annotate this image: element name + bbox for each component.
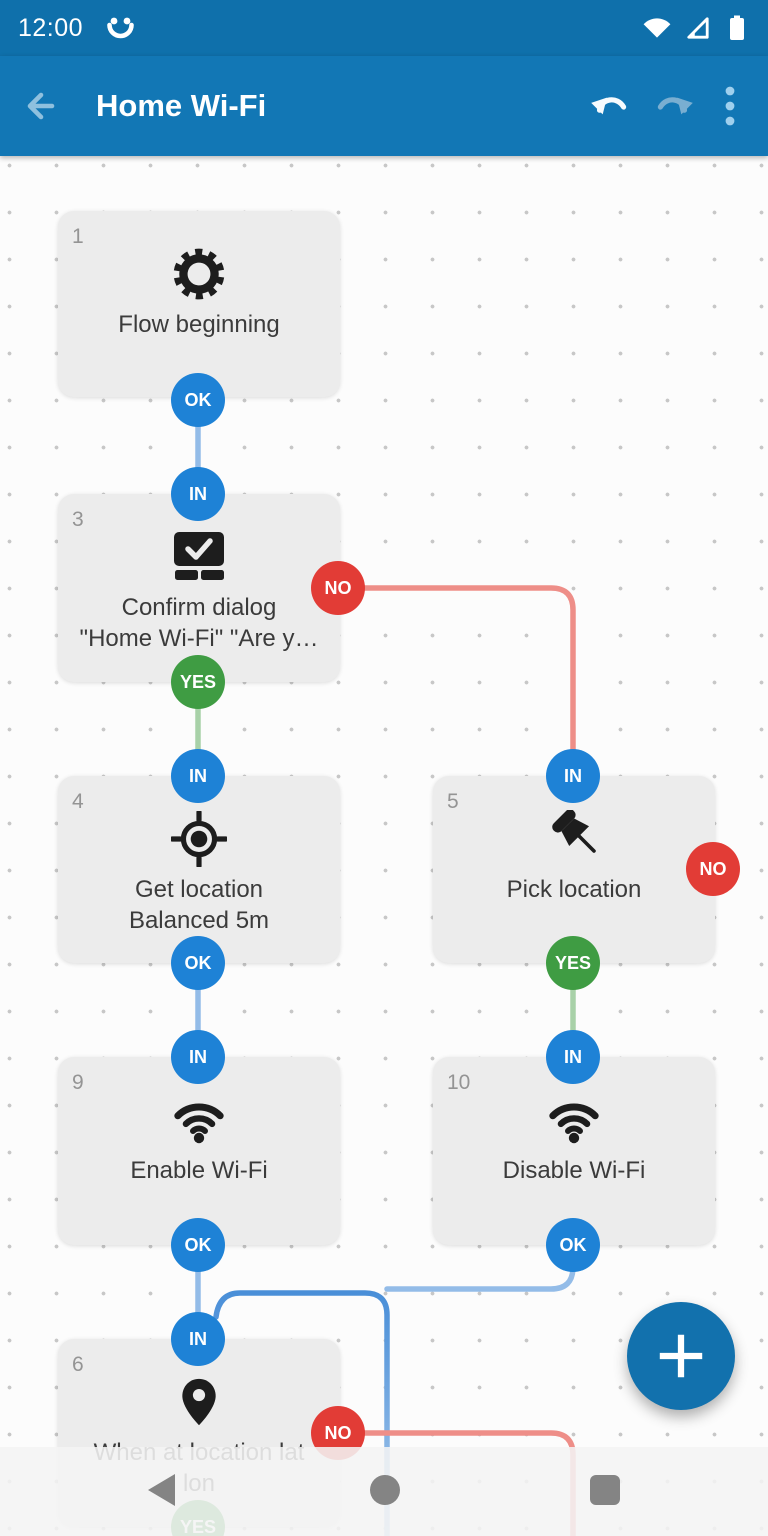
block-enable-wifi[interactable]: 9 Enable Wi-Fi bbox=[58, 1057, 340, 1245]
nav-recents-icon[interactable] bbox=[590, 1475, 620, 1505]
port-ok-block9[interactable]: OK bbox=[171, 1218, 225, 1272]
block-get-location[interactable]: 4 Get location Balanced 5m bbox=[58, 776, 340, 963]
port-no-block3[interactable]: NO bbox=[311, 561, 365, 615]
block-number: 1 bbox=[72, 225, 84, 248]
block-disable-wifi[interactable]: 10 Disable Wi-Fi bbox=[433, 1057, 715, 1245]
block-number: 6 bbox=[72, 1353, 84, 1376]
add-block-fab[interactable] bbox=[627, 1302, 735, 1410]
block-number: 3 bbox=[72, 508, 84, 531]
port-ok-block1[interactable]: OK bbox=[171, 373, 225, 427]
port-ok-block4[interactable]: OK bbox=[171, 936, 225, 990]
back-icon[interactable] bbox=[14, 78, 70, 134]
block-number: 9 bbox=[72, 1071, 84, 1094]
block-confirm-dialog[interactable]: 3 Confirm dialog "Home Wi-Fi" "Are y… bbox=[58, 494, 340, 682]
block-label: Confirm dialog "Home Wi-Fi" "Are y… bbox=[79, 594, 319, 652]
wifi-icon bbox=[170, 1093, 228, 1147]
status-bar: 12:00 bbox=[0, 0, 768, 56]
nav-home-icon[interactable] bbox=[370, 1475, 400, 1505]
gear-icon bbox=[171, 247, 227, 301]
app-bar: Home Wi-Fi bbox=[0, 56, 768, 156]
location-crosshair-icon bbox=[171, 811, 227, 867]
page-title: Home Wi-Fi bbox=[96, 88, 267, 123]
confirm-dialog-icon bbox=[171, 530, 227, 584]
block-flow-beginning[interactable]: 1 Flow beginning bbox=[58, 211, 340, 397]
port-in-block5[interactable]: IN bbox=[546, 749, 600, 803]
map-pin-icon bbox=[174, 1375, 224, 1429]
port-in-block4[interactable]: IN bbox=[171, 749, 225, 803]
wifi-icon bbox=[545, 1093, 603, 1147]
port-in-block6[interactable]: IN bbox=[171, 1312, 225, 1366]
port-ok-block10[interactable]: OK bbox=[546, 1218, 600, 1272]
block-label: Disable Wi-Fi bbox=[502, 1157, 646, 1184]
nav-back-icon[interactable] bbox=[148, 1474, 175, 1506]
port-in-block9[interactable]: IN bbox=[171, 1030, 225, 1084]
port-in-block10[interactable]: IN bbox=[546, 1030, 600, 1084]
undo-icon[interactable] bbox=[578, 78, 642, 134]
overflow-menu-icon[interactable] bbox=[706, 78, 754, 134]
block-number: 10 bbox=[447, 1071, 471, 1094]
block-label: Pick location bbox=[506, 876, 642, 903]
cell-signal-icon bbox=[684, 15, 712, 41]
block-label: Get location Balanced 5m bbox=[128, 876, 270, 934]
automate-notification-icon bbox=[105, 15, 135, 41]
port-yes-block3[interactable]: YES bbox=[171, 655, 225, 709]
block-label: Enable Wi-Fi bbox=[130, 1157, 268, 1184]
port-yes-block5[interactable]: YES bbox=[546, 936, 600, 990]
port-in-block3[interactable]: IN bbox=[171, 467, 225, 521]
battery-icon bbox=[724, 14, 750, 42]
wifi-status-icon bbox=[642, 15, 672, 41]
plus-icon bbox=[659, 1334, 703, 1378]
clock: 12:00 bbox=[18, 13, 84, 42]
block-number: 4 bbox=[72, 790, 84, 813]
block-number: 5 bbox=[447, 790, 459, 813]
port-no-block5[interactable]: NO bbox=[686, 842, 740, 896]
pushpin-icon bbox=[545, 810, 603, 866]
block-label: Flow beginning bbox=[118, 311, 280, 338]
redo-icon[interactable] bbox=[642, 78, 706, 134]
block-pick-location[interactable]: 5 Pick location bbox=[433, 776, 715, 963]
